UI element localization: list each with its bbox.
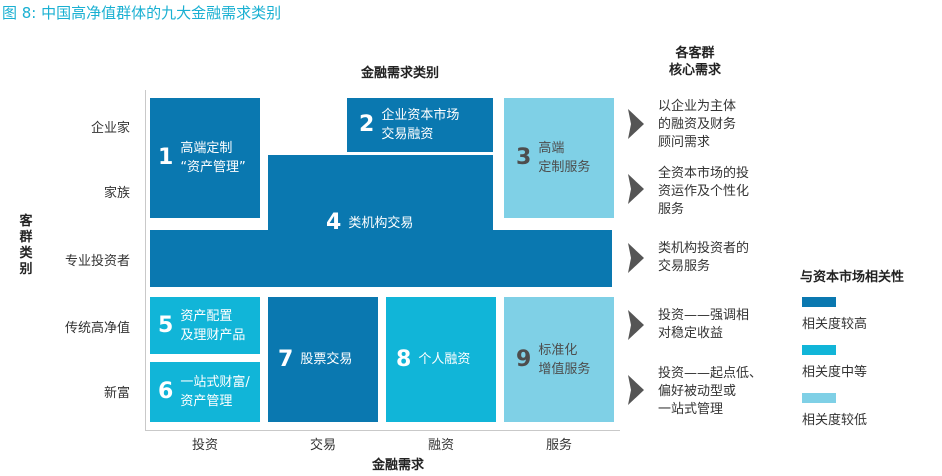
legend-swatch-high (802, 297, 836, 307)
grid-left-line (145, 90, 146, 430)
legend-title: 与资本市场相关性 (800, 270, 905, 285)
box-8-personal-financing: 8 个人融资 (386, 297, 496, 422)
box-8-text: 个人融资 (418, 352, 471, 367)
box-4-upper (268, 155, 493, 233)
box-3-high-end-custom-service: 3 高端 定制服务 (504, 98, 614, 218)
need-entrepreneur: 以企业为主体 的融资及财务 顾问需求 (658, 99, 737, 150)
need-family: 全资本市场的投 资运作及个性化 服务 (658, 166, 750, 217)
box-6-one-stop-wealth: 6 一站式财富/ 资产管理 (150, 362, 260, 422)
grid-bottom-line (145, 430, 620, 431)
row-label-professional-investor: 专业投资者 (64, 254, 130, 269)
box-7-text: 股票交易 (300, 352, 353, 367)
box-5-asset-allocation: 5 资产配置 及理财产品 (150, 297, 260, 354)
box-5-number: 5 (158, 312, 174, 338)
row-label-entrepreneur: 企业家 (90, 121, 130, 136)
box-1-custom-asset-management: 1 高端定制 “资产管理” (150, 98, 260, 218)
box-4-text: 类机构交易 (348, 215, 414, 231)
box-2-corporate-capital-market: 2 企业资本市场 交易融资 (347, 98, 493, 152)
col-label-trading: 交易 (309, 438, 336, 453)
legend-label-low: 相关度较低 (802, 413, 868, 428)
chevron-right-icon (628, 310, 644, 340)
box-6-number: 6 (158, 379, 174, 404)
top-heading: 金融需求类别 (360, 66, 439, 81)
box-7-stock-trading: 7 股票交易 (268, 297, 378, 422)
legend-swatch-low (802, 393, 836, 403)
box-9-text: 标准化 增值服务 (538, 342, 591, 377)
row-label-traditional-hnw: 传统高净值 (64, 321, 130, 336)
right-heading-line1: 各客群 (675, 46, 715, 61)
legend-label-mid: 相关度中等 (802, 365, 868, 380)
box-8-number: 8 (396, 346, 412, 372)
row-label-new-rich: 新富 (103, 386, 130, 401)
box-4-label: 4 类机构交易 (326, 208, 413, 238)
box-1-number: 1 (158, 145, 174, 170)
need-new-rich: 投资——起点低、 偏好被动型或 一站式管理 (658, 366, 763, 417)
box-7-number: 7 (278, 346, 294, 372)
bottom-heading: 金融需求 (371, 458, 424, 473)
chevron-right-icon (628, 109, 644, 139)
chevron-right-icon (628, 375, 644, 405)
box-2-number: 2 (359, 112, 375, 137)
need-professional-investor: 类机构投资者的 交易服务 (658, 241, 750, 274)
col-label-financing: 融资 (427, 438, 454, 453)
box-1-text: 高端定制 “资产管理” (180, 141, 246, 175)
box-9-number: 9 (516, 346, 532, 372)
row-label-family: 家族 (103, 186, 130, 201)
box-4-institutional-trading (150, 230, 612, 287)
box-6-text: 一站式财富/ 资产管理 (180, 375, 250, 409)
box-2-text: 企业资本市场 交易融资 (381, 108, 460, 142)
chevron-right-icon (628, 174, 644, 204)
box-9-standardized-service: 9 标准化 增值服务 (504, 297, 614, 422)
box-4-number: 4 (326, 210, 342, 235)
box-5-text: 资产配置 及理财产品 (180, 308, 246, 343)
chevron-right-icon (628, 243, 644, 273)
col-label-investment: 投资 (191, 438, 218, 453)
figure-title: 图 8: 中国高净值群体的九大金融需求类别 (2, 4, 282, 22)
side-heading: 客群类别 (19, 214, 33, 277)
need-traditional-hnw: 投资——强调相 对稳定收益 (658, 308, 750, 341)
legend-label-high: 相关度较高 (802, 317, 868, 332)
box-3-text: 高端 定制服务 (538, 141, 591, 175)
legend-swatch-mid (802, 345, 836, 355)
box-3-number: 3 (516, 145, 532, 170)
col-label-service: 服务 (545, 438, 572, 453)
right-heading-line2: 核心需求 (668, 63, 721, 78)
